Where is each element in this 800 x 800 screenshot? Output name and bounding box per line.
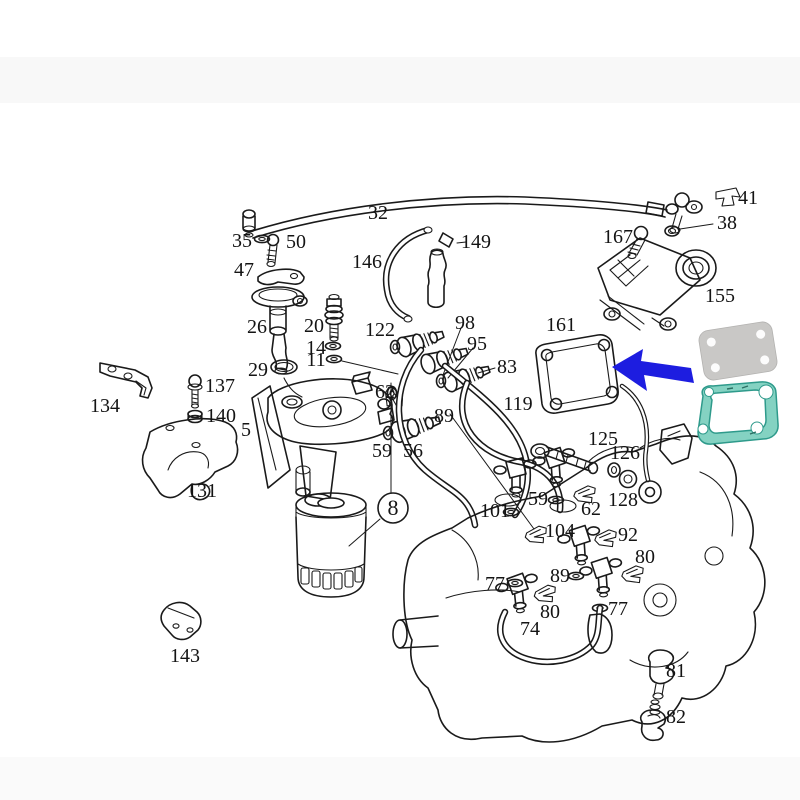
part-label-104: 104 [545, 520, 575, 542]
seal-126 [607, 462, 621, 478]
part-label-32: 32 [368, 202, 388, 224]
highlight-arrow [612, 349, 694, 391]
part-label-35: 35 [232, 230, 252, 252]
part-label-26: 26 [247, 316, 267, 338]
part-label-41: 41 [738, 187, 758, 209]
seal-128 [618, 469, 638, 489]
part-label-134: 134 [90, 395, 120, 417]
pump-assembly-155 [597, 187, 741, 331]
bracket-47 [257, 268, 305, 286]
part-label-38: 38 [717, 212, 737, 234]
bolt-20-stack [324, 293, 344, 342]
part-label-126: 126 [610, 442, 640, 464]
part-label-29: 29 [248, 359, 268, 381]
part-label-137: 137 [205, 375, 235, 397]
part-label-125: 125 [588, 428, 618, 450]
part-label-83: 83 [497, 356, 517, 378]
part-label-143: 143 [170, 645, 200, 667]
part-label-122: 122 [365, 319, 395, 341]
part-label-77: 77 [608, 598, 628, 620]
bracket-134 [99, 362, 153, 399]
clip-41 [715, 187, 741, 207]
part-label-82: 82 [666, 706, 686, 728]
part-label-50: 50 [286, 231, 306, 253]
fuel-hoses [395, 346, 564, 529]
part-label-89: 89 [434, 405, 454, 427]
hose-74 [497, 604, 604, 666]
engine-block [392, 383, 766, 743]
part-label-80: 80 [540, 601, 560, 623]
part-label-149: 149 [461, 231, 491, 253]
part-label-81: 81 [666, 660, 686, 682]
filter-head-5 [251, 371, 395, 507]
part-label-74: 74 [520, 618, 540, 640]
left-fittings [251, 233, 399, 398]
scan-band-top [0, 57, 800, 103]
scan-band-bottom [0, 757, 800, 800]
part-label-140: 140 [206, 405, 236, 427]
part-label-62: 62 [375, 381, 395, 403]
o-ring-29 [270, 359, 298, 375]
part-label-101: 101 [480, 500, 510, 522]
part-label-47: 47 [234, 259, 254, 281]
part-label-77: 77 [485, 573, 505, 595]
part-label-98: 98 [455, 312, 475, 334]
part-label-62: 62 [581, 498, 601, 520]
hose-146 [382, 226, 433, 323]
part-label-161: 161 [546, 314, 576, 336]
part-label-146: 146 [352, 251, 382, 273]
bracket-143 [160, 601, 202, 641]
part-label-5: 5 [241, 419, 251, 441]
part-label-167: 167 [603, 226, 633, 248]
fuel-line-32 [242, 192, 703, 239]
clip-82 [639, 699, 667, 742]
callout-8-text: 8 [388, 495, 399, 520]
part-label-14: 14 [306, 337, 326, 359]
part-label-56: 56 [403, 440, 423, 462]
clip-81 [647, 649, 675, 700]
bolt-125 [530, 443, 599, 475]
metal-plate-photo [698, 321, 778, 381]
part-label-59: 59 [372, 440, 392, 462]
part-label-59: 59 [528, 488, 548, 510]
teal-gasket-photo [697, 381, 779, 445]
part-label-131: 131 [187, 480, 217, 502]
part-label-95: 95 [467, 333, 487, 355]
part-label-20: 20 [304, 315, 324, 337]
part-label-119: 119 [503, 393, 532, 415]
bolt-137 [187, 374, 203, 409]
plug-149 [427, 232, 467, 309]
part-label-80: 80 [635, 546, 655, 568]
return-pipe-119 [619, 383, 662, 504]
part-label-11: 11 [306, 349, 325, 371]
seal-38 [664, 225, 680, 237]
bolt-167 [627, 225, 649, 260]
part-label-89: 89 [550, 565, 570, 587]
oil-filter-cartridge [295, 492, 367, 598]
bracket-131 [141, 418, 239, 501]
part-label-92: 92 [618, 524, 638, 546]
gasket-outline-161 [535, 334, 619, 414]
part-label-155: 155 [705, 285, 735, 307]
bolt-50-head [266, 233, 280, 247]
part-label-128: 128 [608, 489, 638, 511]
